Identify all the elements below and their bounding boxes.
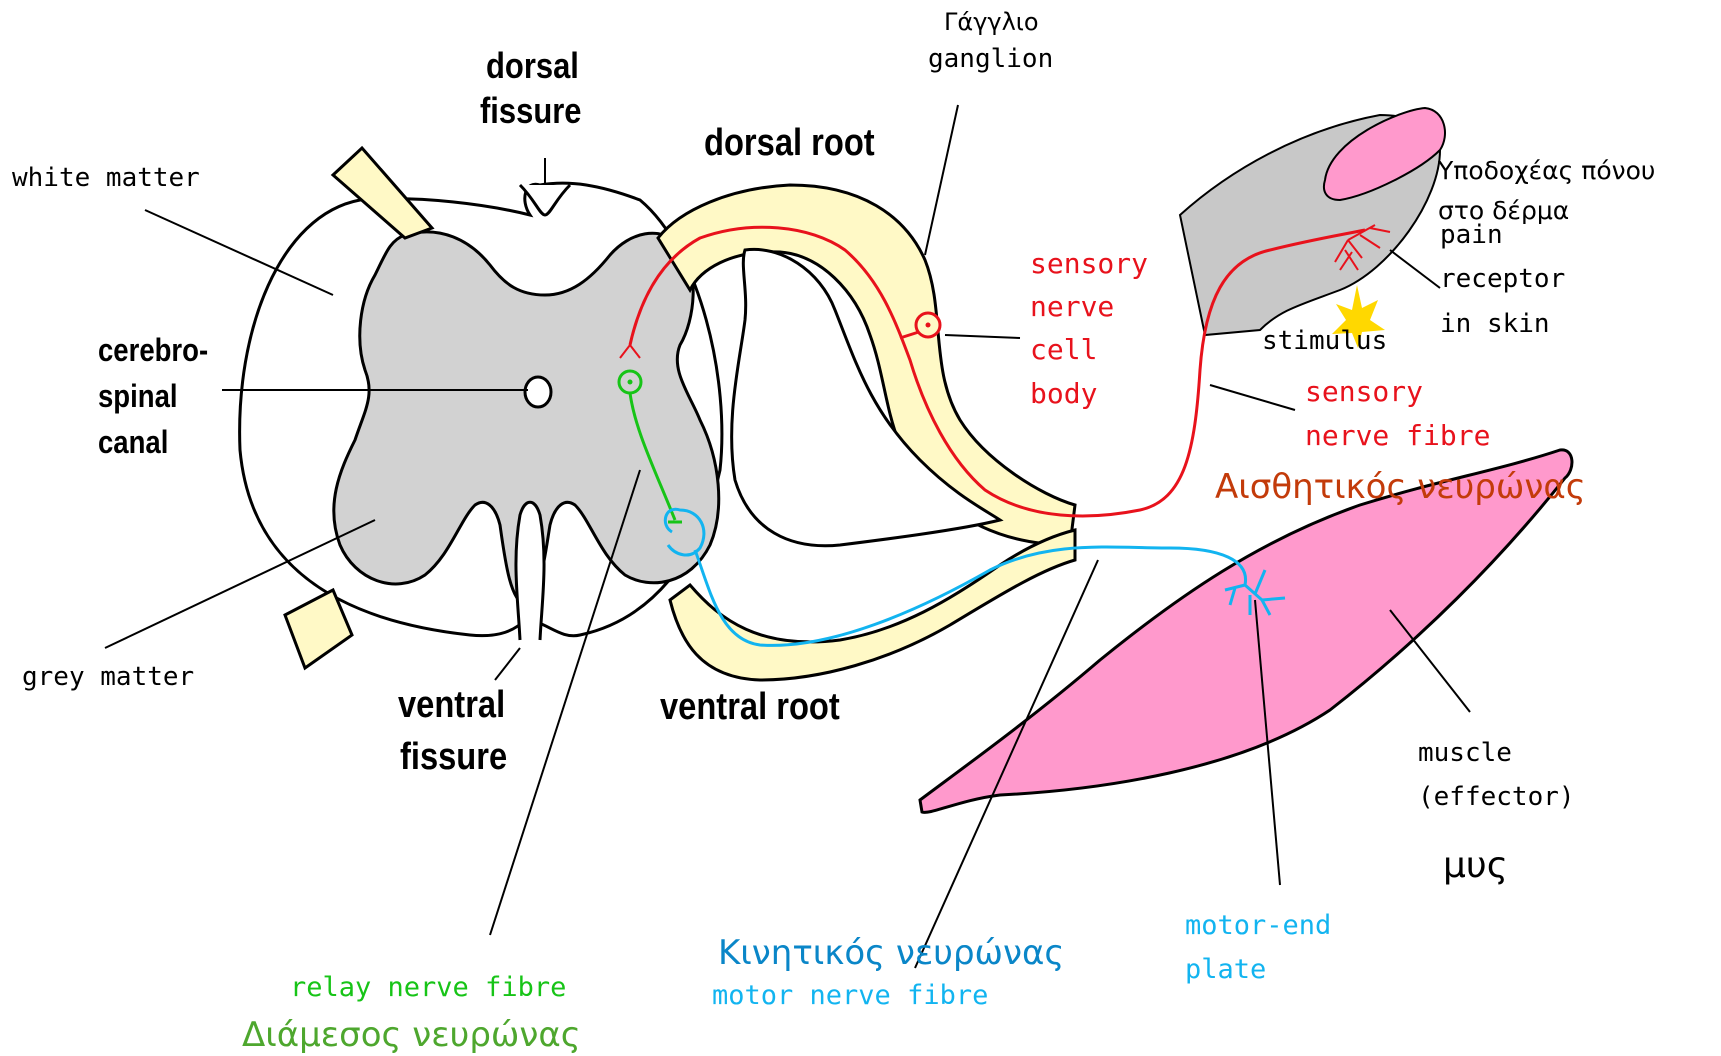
ventral-fissure-label-line2: fissure — [400, 738, 507, 776]
sensory-nerve-fibre-label-line1: sensory — [1305, 378, 1423, 406]
dorsal-root-label: dorsal root — [704, 124, 875, 162]
ganglion-label: ganglion — [928, 46, 1053, 72]
muscle-label-line2: (effector) — [1418, 784, 1575, 810]
sensory-cell-body-label-line1: sensory — [1030, 250, 1148, 278]
grey-matter-label: grey matter — [22, 664, 194, 690]
motor-end-plate-label-line2: plate — [1185, 956, 1266, 983]
ventral-fissure-notch — [516, 502, 544, 640]
sensory-cell-body-label-line4: body — [1030, 380, 1097, 408]
cerebrospinal-label-line1: cerebro- — [98, 334, 208, 366]
pain-receptor-label-line3: in skin — [1440, 311, 1550, 337]
white-matter-label: white matter — [12, 165, 200, 191]
muscle-label-line1: muscle — [1418, 740, 1512, 766]
relay-nerve-fibre-label: relay nerve fibre — [290, 974, 566, 1001]
sensory-cell-body-label-line3: cell — [1030, 336, 1097, 364]
ganglion-greek-label: Γάγγλιο — [944, 10, 1039, 34]
motor-nerve-fibre-label: motor nerve fibre — [712, 982, 988, 1009]
relay-nucleus — [628, 380, 633, 385]
pain-receptor-greek-line1: Υποδοχέας πόνου — [1438, 158, 1655, 183]
ventral-fissure-label-line1: ventral — [398, 686, 505, 724]
ventral-root-band — [670, 530, 1075, 680]
cerebrospinal-label-line3: canal — [98, 426, 168, 458]
central-canal — [525, 377, 551, 407]
motor-neuron-greek-label: Κινητικός νευρώνας — [718, 936, 1064, 970]
muscle-greek-label: μυς — [1443, 848, 1508, 884]
sensory-neuron-greek-label: Αισθητικός νευρώνας — [1215, 470, 1586, 504]
pain-receptor-label-line1: pain — [1440, 222, 1503, 248]
relay-neuron-greek-label: Διάμεσος νευρώνας — [242, 1018, 581, 1052]
cerebrospinal-label-line2: spinal — [98, 380, 178, 412]
sensory-nucleus — [926, 323, 931, 328]
sensory-nerve-fibre-label-line2: nerve fibre — [1305, 422, 1490, 450]
sensory-cell-body-label-line2: nerve — [1030, 293, 1114, 321]
ventral-root-label: ventral root — [660, 688, 840, 726]
motor-end-plate-label-line1: motor-end — [1185, 912, 1331, 939]
dorsal-fissure-label-line2: fissure — [480, 93, 582, 129]
stimulus-label: stimulus — [1262, 328, 1387, 354]
pain-receptor-label-line2: receptor — [1440, 266, 1565, 292]
dorsal-fissure-label-line1: dorsal — [486, 48, 579, 84]
